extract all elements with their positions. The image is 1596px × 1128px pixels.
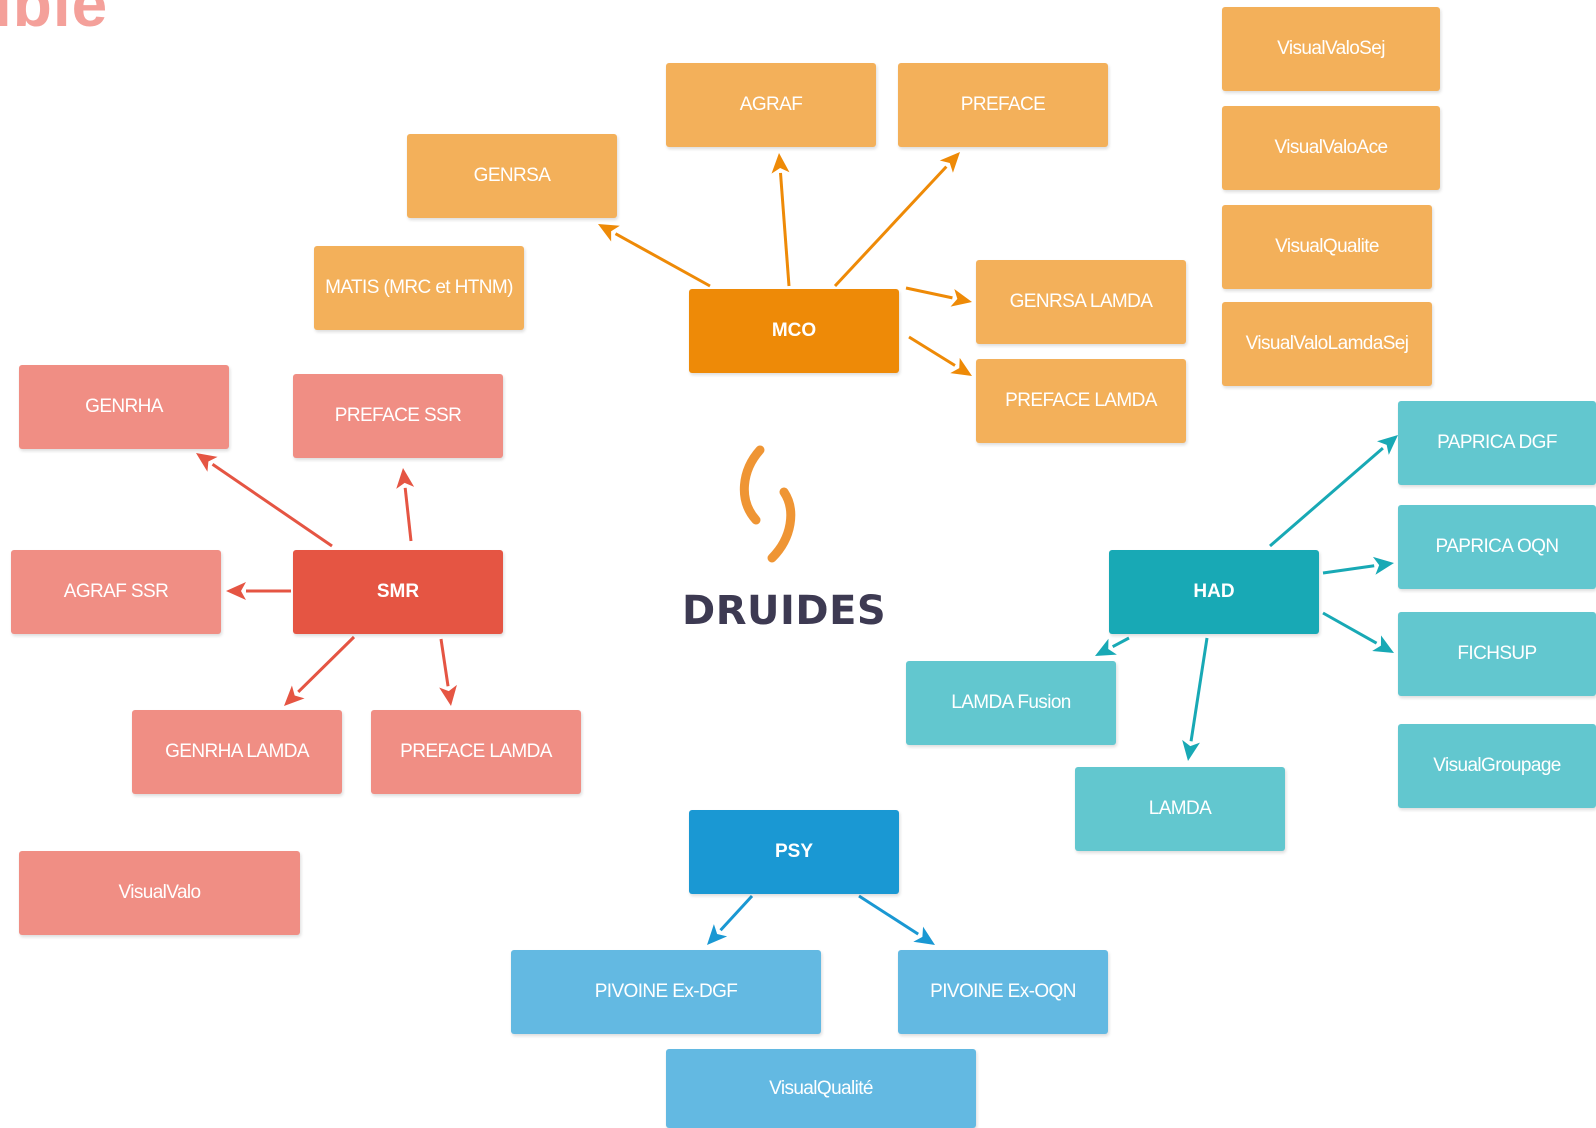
title-fragment: ible	[0, 0, 109, 40]
had-hub: HAD	[1109, 550, 1319, 634]
psy-hub: PSY	[689, 810, 899, 894]
psy-leaf-pivoine-ex-oqn: PIVOINE Ex-OQN	[898, 950, 1108, 1034]
arrow-smr-preface-lamda	[439, 638, 457, 706]
logo-mark-left-arc	[739, 445, 765, 525]
arrow-had-paprica-oqn	[1322, 556, 1394, 575]
smr-leaf-genrha-lamda: GENRHA LAMDA	[132, 710, 342, 794]
had-leaf-lamda: LAMDA	[1075, 767, 1285, 851]
psy-leaf-pivoine-ex-dgf: PIVOINE Ex-DGF	[511, 950, 821, 1034]
logo-mark-right-arc	[767, 487, 796, 563]
mco-hub: MCO	[689, 289, 899, 373]
had-leaf-paprica-dgf: PAPRICA DGF	[1398, 401, 1596, 485]
had-leaf-paprica-oqn: PAPRICA OQN	[1398, 505, 1596, 589]
arrow-smr-agraf-ssr	[226, 582, 291, 600]
arrow-had-lamda-fusion	[1095, 636, 1130, 656]
logo-mark-icon	[739, 445, 796, 563]
mco-leaf-visualqualite: VisualQualite	[1222, 205, 1432, 289]
arrow-mco-genrsa-lamda	[905, 286, 972, 307]
mco-leaf-visualvalosej: VisualValoSej	[1222, 7, 1440, 91]
arrow-smr-preface-ssr	[396, 468, 415, 542]
arrow-mco-agraf	[771, 153, 791, 287]
mco-leaf-visualvalolamdasej: VisualValoLamdaSej	[1222, 302, 1432, 386]
druides-logo: DRUIDES	[682, 440, 887, 650]
arrow-had-lamda	[1182, 637, 1209, 761]
arrow-mco-preface	[833, 152, 960, 288]
arrow-had-fichsup	[1322, 611, 1394, 653]
mco-leaf-genrsa: GENRSA	[407, 134, 617, 218]
smr-hub: SMR	[293, 550, 503, 634]
mco-leaf-genrsa-lamda: GENRSA LAMDA	[976, 260, 1186, 344]
mco-leaf-visualvaloace: VisualValoAce	[1222, 106, 1440, 190]
arrow-psy-pivoine-dgf	[707, 894, 754, 945]
had-leaf-fichsup: FICHSUP	[1398, 612, 1596, 696]
arrow-smr-genrha-lamda	[284, 635, 356, 706]
arrow-smr-genrha	[196, 453, 333, 548]
mco-leaf-preface-lamda: PREFACE LAMDA	[976, 359, 1186, 443]
smr-leaf-preface-ssr: PREFACE SSR	[293, 374, 503, 458]
smr-leaf-visualvalo: VisualValo	[19, 851, 300, 935]
mco-leaf-preface: PREFACE	[898, 63, 1108, 147]
mco-leaf-matis: MATIS (MRC et HTNM)	[314, 246, 524, 330]
arrow-mco-preface-lamda	[908, 335, 972, 376]
had-leaf-lamda-fusion: LAMDA Fusion	[906, 661, 1116, 745]
smr-leaf-preface-lamda: PREFACE LAMDA	[371, 710, 581, 794]
smr-leaf-genrha: GENRHA	[19, 365, 229, 449]
arrow-psy-pivoine-oqn	[858, 894, 935, 945]
arrow-mco-genrsa	[598, 224, 711, 288]
smr-leaf-agraf-ssr: AGRAF SSR	[11, 550, 221, 634]
logo-text: DRUIDES	[682, 588, 887, 634]
had-leaf-visualgroupage: VisualGroupage	[1398, 724, 1596, 808]
arrow-had-paprica-dgf	[1269, 435, 1398, 548]
mco-leaf-agraf: AGRAF	[666, 63, 876, 147]
psy-leaf-visualqualite: VisualQualité	[666, 1049, 976, 1128]
